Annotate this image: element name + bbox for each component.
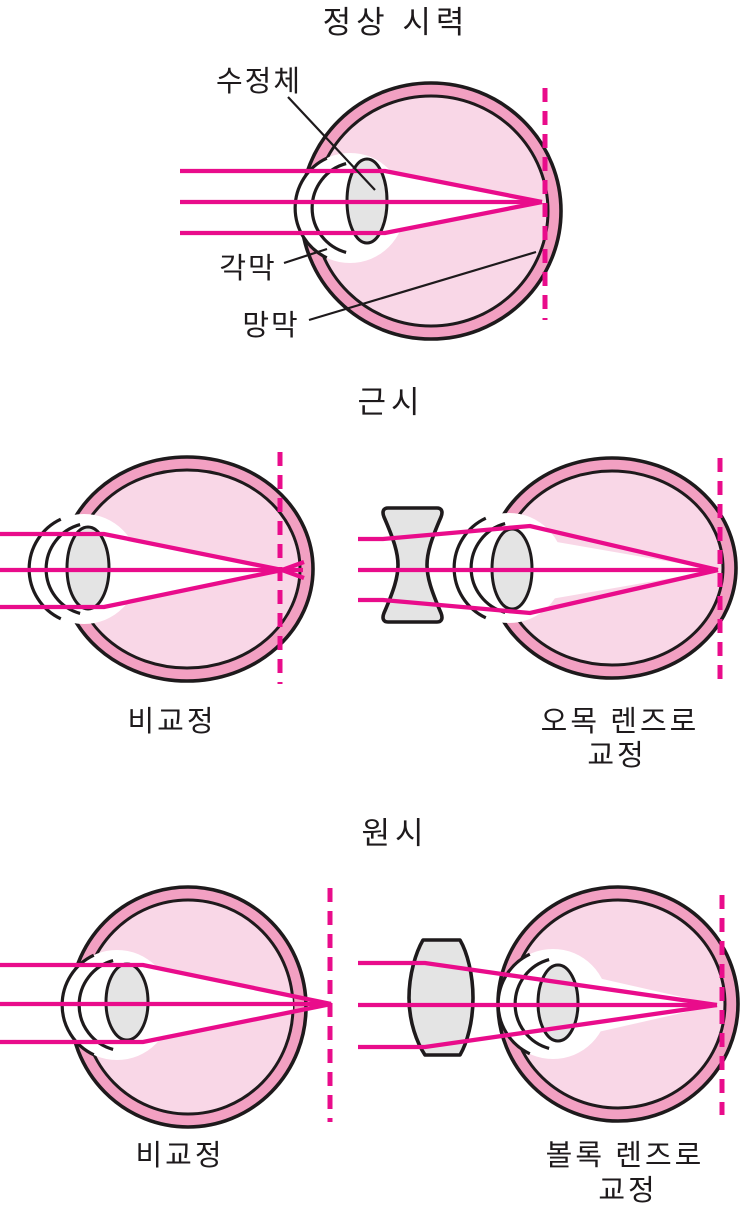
section-myopia: 근시 비교정 오목 [0,385,738,772]
light-ray-bottom [0,559,305,610]
label-retina: 망막 [242,310,299,342]
eye-normal [180,81,563,341]
section-hyperopia: 원시 비교정 볼록 [0,816,740,1207]
lens-leader-line [287,96,376,191]
caption-uncorrected: 비교정 [135,1140,224,1172]
caption-uncorrected: 비교정 [127,706,216,738]
caption-corrected-line2: 교정 [598,1175,657,1207]
light-ray-top [180,168,543,205]
light-ray-top [358,523,719,573]
eye-myopia-uncorrected: 비교정 [0,452,315,738]
annotations-normal: 수정체 각막 망막 [216,66,537,342]
label-cornea: 각막 [219,253,276,285]
eye-hyperopia-corrected: 볼록 렌즈로 교정 [358,885,740,1207]
label-lens: 수정체 [216,66,302,98]
cornea-outer-arc [293,156,328,260]
light-ray-top [0,531,305,581]
convex-lens [407,938,475,1057]
cornea-leader-line [283,247,328,265]
light-ray-top [0,962,332,1007]
eye-myopia-corrected: 오목 렌즈로 교정 [358,456,738,772]
section-normal-vision: 정상 시력 수정체 각막 망막 [180,5,563,342]
caption-corrected-line1: 오목 렌즈로 [541,706,700,738]
caption-corrected-line1: 볼록 렌즈로 [546,1140,705,1172]
retina-leader-line [308,250,537,322]
light-ray-bottom [358,567,719,616]
section-title-myopia: 근시 [357,385,424,420]
section-title-normal: 정상 시력 [323,5,470,40]
light-ray-bottom [0,1001,332,1045]
light-ray-bottom [180,199,543,236]
section-title-hyperopia: 원시 [361,816,428,851]
light-ray-bottom [358,1002,718,1050]
eye-hyperopia-uncorrected: 비교정 [0,885,333,1172]
light-ray-top [358,960,718,1008]
caption-corrected-line2: 교정 [587,740,646,772]
